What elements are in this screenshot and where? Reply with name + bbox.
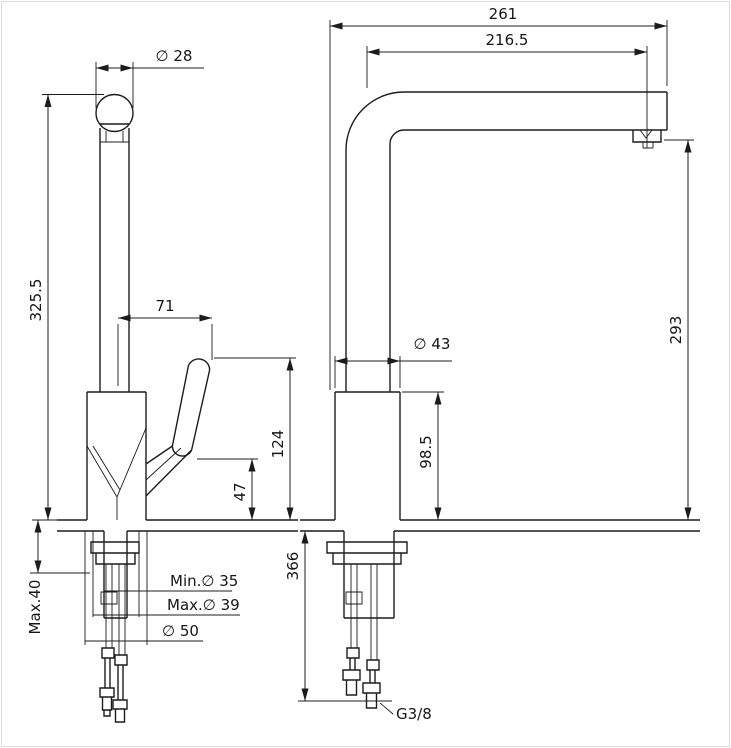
ext-lines-handle-reach [117, 324, 213, 386]
dim-label-body-height: 98.5 [417, 435, 435, 468]
ext-lines-spout-diameter [95, 62, 134, 108]
diameter-reference-lines [84, 531, 148, 645]
counter-section-lines [57, 519, 298, 532]
side-view [300, 91, 700, 709]
front-view-dimensions: ∅ 28 325.5 71 124 47 Max.40 Min.∅ 35 Max… [26, 47, 296, 642]
dim-label-spout-reach: 216.5 [486, 31, 529, 49]
body-outline-side [334, 391, 401, 520]
lever-handle-outline [171, 358, 211, 457]
dim-label-max-hole: Max.∅ 39 [167, 596, 240, 614]
dim-label-handle-bottom-height: 47 [231, 482, 249, 501]
body-outline [86, 391, 147, 520]
dim-label-total-height: 325.5 [27, 279, 45, 322]
clamp-nut-detail [100, 591, 118, 605]
hose-end-fitting-left [99, 647, 115, 717]
spout-outer-contour [345, 91, 667, 392]
spout-inner-contour [389, 129, 667, 392]
ext-lines-overall-depth [329, 20, 668, 390]
supply-hose-lines [105, 564, 126, 655]
riser-joint-detail [100, 131, 129, 143]
hose-end-fitting-side-right [362, 659, 381, 709]
riser-tube-outline [99, 128, 130, 392]
hose-end-fitting-right [112, 654, 128, 723]
dim-label-base-diameter: ∅ 50 [162, 622, 199, 640]
ext-lines-spout-reach [366, 46, 648, 148]
dim-label-handle-top-height: 124 [269, 430, 287, 459]
side-view-dimensions: 261 216.5 293 ∅ 43 98.5 366 G3/8 [284, 5, 694, 723]
dim-label-handle-reach: 71 [155, 297, 174, 315]
dim-label-spout-diameter: ∅ 28 [156, 47, 193, 65]
dim-label-body-diameter: ∅ 43 [414, 335, 451, 353]
mounting-nut-outline-side [326, 541, 408, 565]
mounting-shank-outline-side [343, 531, 395, 619]
handle-neck-detail [145, 447, 182, 481]
supply-hose-lines-side [350, 564, 378, 660]
counter-section-lines-side [300, 519, 700, 532]
dim-label-deck-thickness: Max.40 [26, 580, 44, 635]
spout-head-circle [95, 93, 134, 133]
handle-neck-outline [145, 445, 193, 497]
dim-label-supply-connection: G3/8 [396, 705, 432, 723]
aerator-detail [639, 129, 654, 149]
mounting-nut-outline [90, 541, 140, 565]
clamp-nut-detail-side [345, 591, 363, 605]
dim-label-spout-height: 293 [667, 316, 685, 345]
front-view [57, 93, 298, 723]
dim-label-overall-depth: 261 [489, 5, 518, 23]
mounting-shank-outline [103, 531, 128, 619]
leader-supply-connection [379, 702, 394, 715]
dim-label-min-hole: Min.∅ 35 [170, 572, 238, 590]
dim-label-under-counter-length: 366 [284, 552, 302, 581]
hose-end-fitting-side-left [342, 647, 361, 696]
cartridge-detail-lines [86, 427, 147, 520]
